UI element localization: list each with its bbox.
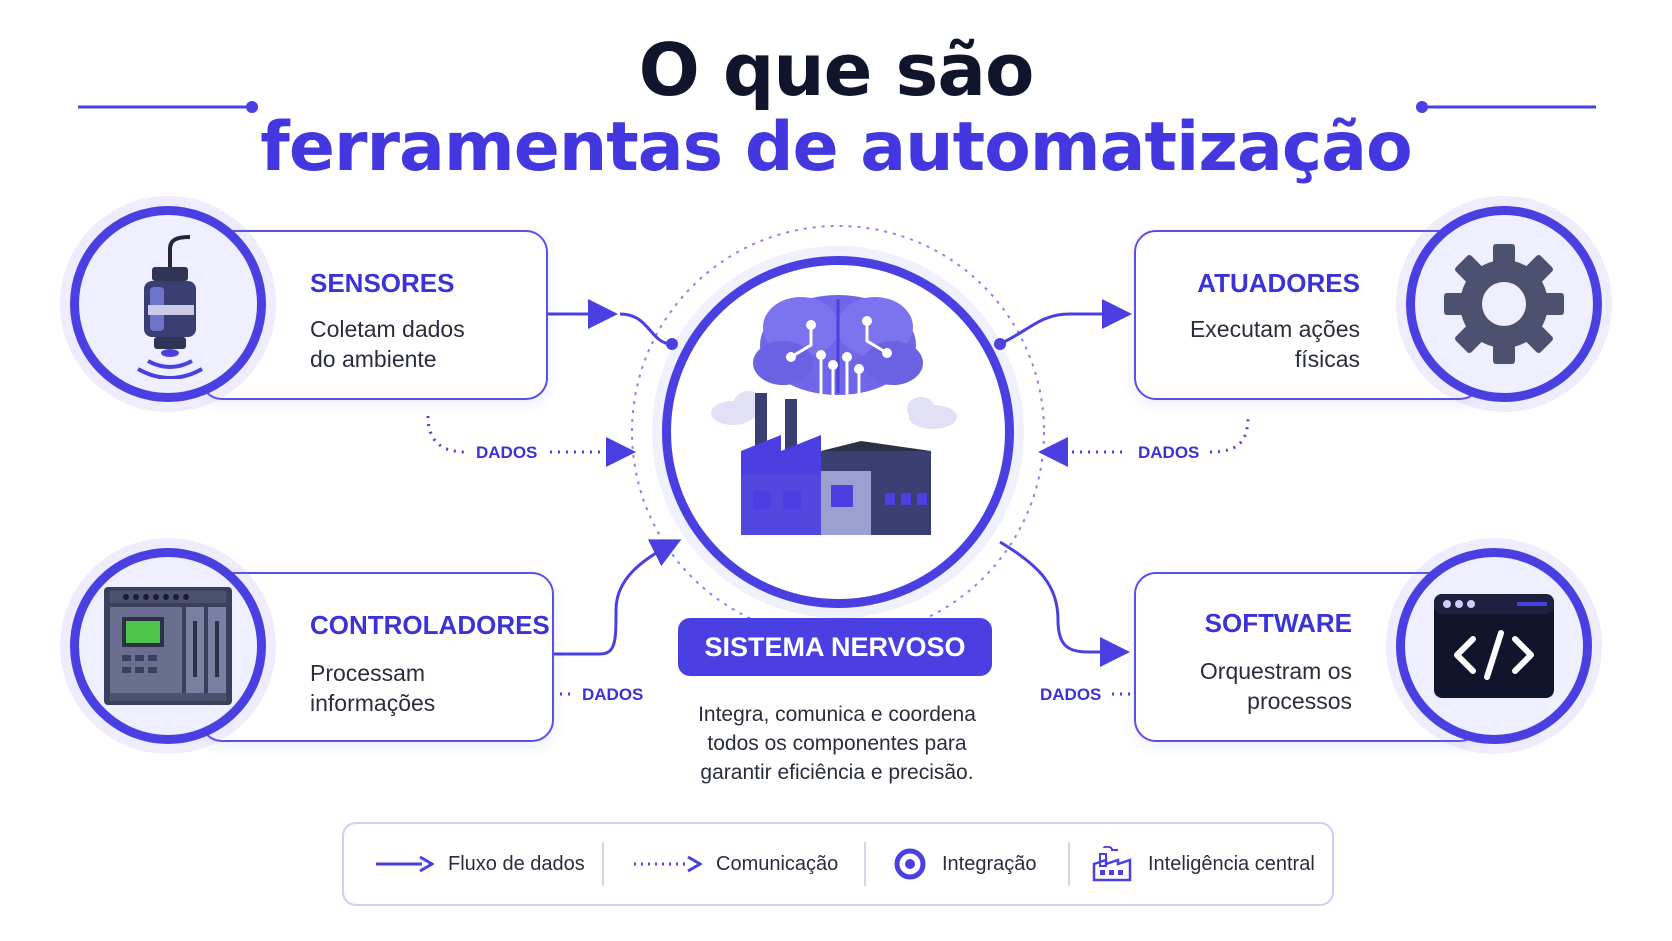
dados-label-bottom-left: DADOS	[582, 685, 644, 704]
software-icon-circle	[1396, 548, 1592, 744]
legend-item-comunicacao: Comunicação	[632, 824, 838, 904]
software-arrow	[999, 540, 1130, 667]
target-icon	[894, 848, 926, 880]
arrow-dotted-icon	[634, 855, 702, 873]
atuadores-title: ATUADORES	[1197, 268, 1360, 298]
sensores-title: SENSORES	[310, 268, 455, 298]
legend-label: Fluxo de dados	[448, 852, 585, 875]
sensores-desc-line2: do ambiente	[310, 346, 437, 372]
sensores-desc-line1: Coletam dados	[310, 316, 465, 342]
software-desc-line2: processos	[1247, 688, 1352, 714]
code-window-icon	[1434, 594, 1554, 698]
gear-icon	[1444, 244, 1564, 364]
center-desc-line3: garantir eficiência e precisão.	[700, 761, 974, 784]
dados-right-top-line	[1209, 415, 1250, 454]
legend-label: Comunicação	[716, 852, 839, 875]
atuadores-arrow	[999, 299, 1132, 346]
atuadores-desc-line2: físicas	[1294, 346, 1360, 372]
dados-label-top-right: DADOS	[1138, 443, 1200, 462]
controladores-desc-line2: informações	[310, 690, 436, 716]
brain-factory-icon	[711, 295, 957, 535]
controladores-icon-circle	[70, 548, 266, 744]
controladores-arrow	[552, 539, 682, 656]
controladores-title: CONTROLADORES	[310, 610, 550, 640]
controladores-card	[200, 572, 554, 742]
brain-icon	[753, 295, 923, 455]
legend: Fluxo de dados Comunicação Integração In…	[342, 822, 1334, 906]
atuadores-desc-line1: Executam ações	[1189, 316, 1360, 342]
software-desc-line1: Orquestram os	[1199, 658, 1352, 684]
legend-divider	[864, 842, 866, 886]
dados-left-top-line	[426, 415, 467, 454]
legend-item-integracao: Integração	[894, 824, 1037, 904]
software-title: SOFTWARE	[1204, 608, 1352, 638]
center-desc-line2: todos os componentes para	[707, 732, 967, 755]
legend-divider	[602, 842, 604, 886]
page-title: O que são	[638, 28, 1035, 112]
sistema-nervoso-badge: SISTEMA NERVOSO	[678, 618, 992, 676]
factory-icon	[741, 393, 931, 535]
center-circle	[662, 256, 1014, 608]
atuadores-icon-circle	[1406, 206, 1602, 402]
legend-item-fluxo: Fluxo de dados	[374, 824, 585, 904]
legend-divider	[1068, 842, 1070, 886]
legend-item-inteligencia: Inteligência central	[1092, 824, 1315, 904]
plc-controller-icon	[104, 587, 232, 705]
page-subtitle: ferramentas de automatização	[260, 108, 1413, 187]
factory-icon	[1092, 846, 1132, 882]
dados-label-top-left: DADOS	[476, 443, 538, 462]
center-desc-line1: Integra, comunica e coordena	[698, 703, 976, 726]
legend-label: Inteligência central	[1148, 852, 1315, 875]
controladores-desc-line1: Processam	[310, 660, 426, 686]
legend-label: Integração	[942, 852, 1037, 875]
arrow-solid-icon	[376, 855, 434, 873]
dados-label-bottom-right: DADOS	[1040, 685, 1102, 704]
sensor-icon	[137, 235, 203, 379]
sensores-icon-circle	[70, 206, 266, 402]
